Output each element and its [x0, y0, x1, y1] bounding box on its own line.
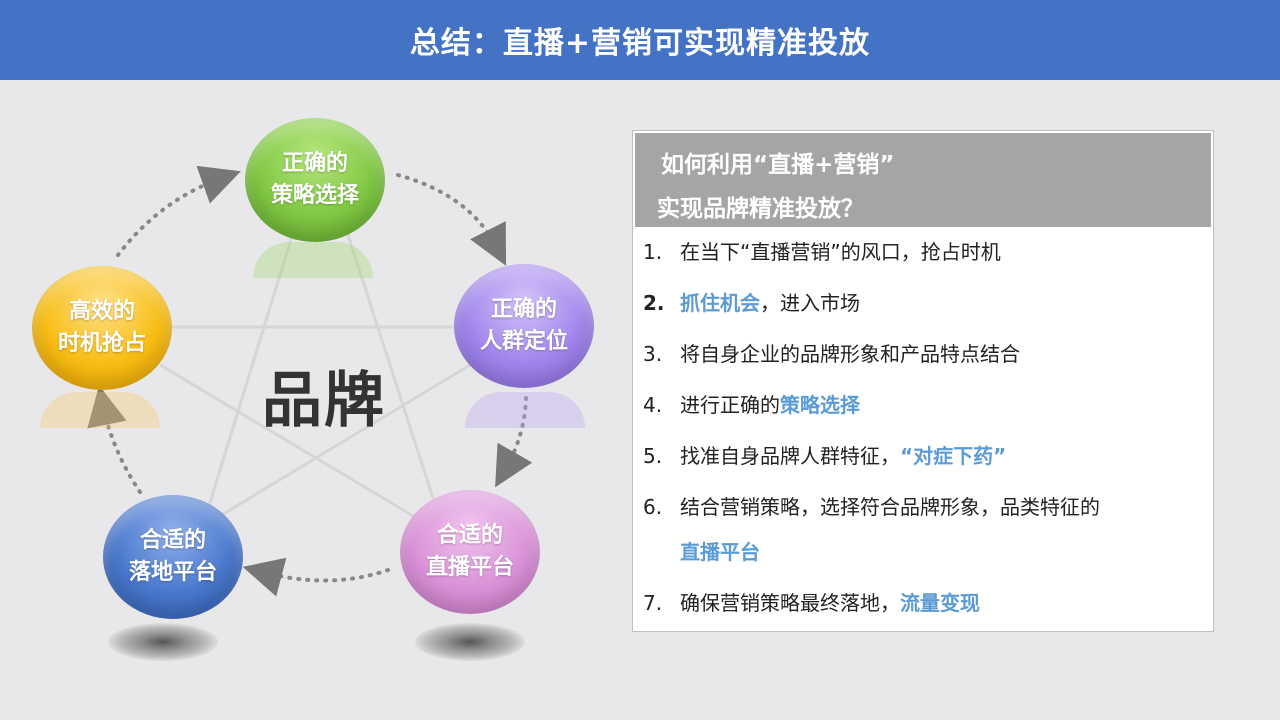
header-bar: 总结：直播+营销可实现精准投放	[0, 0, 1280, 80]
landing-shadow	[108, 623, 218, 661]
item-text: 将自身企业的品牌形象和产品特点结合	[680, 342, 1020, 366]
list-item: 1. 在当下“直播营销”的风口，抢占时机	[643, 239, 1203, 290]
node-audience: 正确的 人群定位	[454, 264, 594, 388]
item-number: 4.	[643, 393, 663, 417]
node-strategy: 正确的 策略选择	[245, 118, 385, 242]
strategy-reflection	[253, 242, 373, 278]
node-audience-line2: 人群定位	[479, 329, 568, 354]
item-highlight: 抓住机会	[680, 291, 760, 315]
item-number: 3.	[643, 342, 663, 366]
item-highlight: 流量变现	[900, 591, 980, 615]
node-timing: 高效的 时机抢占	[32, 266, 172, 390]
live-shadow	[415, 623, 525, 661]
star-and-arrows	[87, 165, 533, 597]
audience-reflection	[465, 392, 585, 428]
item-highlight: 策略选择	[780, 393, 860, 417]
list-item: 7. 确保营销策略最终落地，流量变现	[643, 590, 1203, 641]
node-strategy-line1: 正确的	[281, 151, 348, 176]
node-live-platform-line2: 直播平台	[425, 555, 514, 580]
panel-question-header: 如何利用“直播+营销” 实现品牌精准投放？	[633, 131, 1213, 229]
list-item: 4. 进行正确的策略选择	[643, 392, 1203, 443]
question-line-2: 实现品牌精准投放？	[657, 196, 864, 222]
list-item: 3. 将自身企业的品牌形象和产品特点结合	[643, 341, 1203, 392]
item-text: ，进入市场	[760, 291, 860, 315]
item-text: 进行正确的	[680, 393, 780, 417]
page-title: 总结：直播+营销可实现精准投放	[409, 26, 871, 61]
list-item: 5. 找准自身品牌人群特征，“对症下药”	[643, 443, 1203, 494]
item-text: 结合营销策略，选择符合品牌形象，品类特征的	[680, 495, 1100, 519]
brand-cycle-diagram: 正确的 策略选择 正确的 人群定位 合适的 直播平台 合适的 落地平台 高效的 …	[0, 80, 620, 720]
node-live-platform: 合适的 直播平台	[400, 490, 540, 614]
node-audience-line1: 正确的	[490, 297, 557, 322]
item-number: 6.	[643, 495, 663, 519]
item-highlight: 直播平台	[680, 540, 760, 564]
item-number: 5.	[643, 444, 663, 468]
node-live-platform-line1: 合适的	[436, 523, 503, 548]
item-text: 在当下“直播营销”的风口，抢占时机	[680, 240, 1001, 264]
list-item: 2. 抓住机会，进入市场	[643, 290, 1203, 341]
item-number: 1.	[643, 240, 663, 264]
item-text: 确保营销策略最终落地，	[680, 591, 900, 615]
item-text: 找准自身品牌人群特征，	[680, 444, 900, 468]
node-landing-platform-line2: 落地平台	[128, 560, 217, 585]
node-strategy-line2: 策略选择	[270, 183, 359, 208]
node-landing-platform-line1: 合适的	[139, 528, 206, 553]
node-timing-line2: 时机抢占	[57, 331, 146, 356]
item-number: 2.	[643, 291, 665, 315]
question-line-1: 如何利用“直播+营销”	[661, 152, 895, 178]
summary-panel: 如何利用“直播+营销” 实现品牌精准投放？ 1. 在当下“直播营销”的风口，抢占…	[632, 130, 1214, 632]
node-timing-line1: 高效的	[68, 299, 135, 324]
steps-list: 1. 在当下“直播营销”的风口，抢占时机 2. 抓住机会，进入市场 3. 将自身…	[643, 239, 1203, 641]
node-landing-platform: 合适的 落地平台	[103, 495, 243, 619]
center-brand-label: 品牌	[262, 366, 386, 436]
list-item: 6. 结合营销策略，选择符合品牌形象，品类特征的 直播平台	[643, 494, 1203, 590]
item-highlight: “对症下药”	[900, 444, 1007, 468]
item-number: 7.	[643, 591, 663, 615]
timing-reflection	[40, 392, 160, 428]
